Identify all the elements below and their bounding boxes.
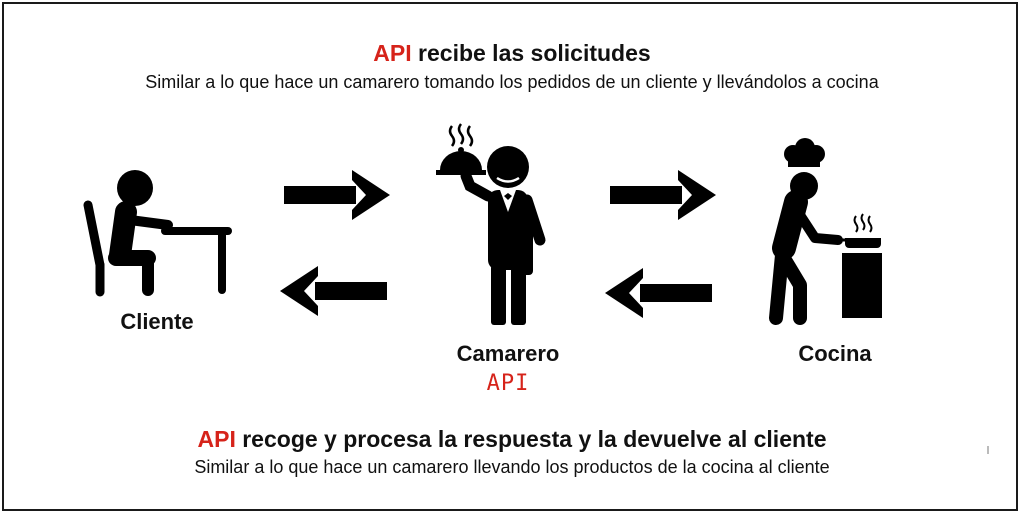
camarero-api-label: API (486, 371, 530, 396)
arrow-cliente-to-camarero (284, 170, 390, 220)
footer-subtitle: Similar a lo que hace un camarero llevan… (194, 457, 830, 477)
diagram-frame (2, 2, 1018, 511)
footer-title-highlight: API (197, 426, 236, 452)
header-subtitle: Similar a lo que hace un camarero tomand… (145, 72, 879, 92)
cliente-label: Cliente (120, 309, 194, 334)
footer-title-rest: recoge y procesa la respuesta y la devue… (235, 426, 827, 452)
header-title: API recibe las solicitudes (0, 40, 1024, 67)
arrow-cocina-to-camarero (605, 268, 712, 318)
cocina-label: Cocina (798, 341, 872, 366)
stray-mark (987, 446, 989, 454)
chef-cooking-icon (769, 138, 882, 325)
seated-person-icon (83, 170, 232, 297)
camarero-label: Camarero (456, 341, 560, 366)
waiter-icon (436, 123, 546, 325)
footer-title: API recoge y procesa la respuesta y la d… (0, 426, 1024, 453)
header-title-highlight: API (373, 40, 412, 66)
header-title-rest: recibe las solicitudes (411, 40, 651, 66)
arrow-camarero-to-cocina (610, 170, 716, 220)
arrow-camarero-to-cliente (280, 266, 387, 316)
